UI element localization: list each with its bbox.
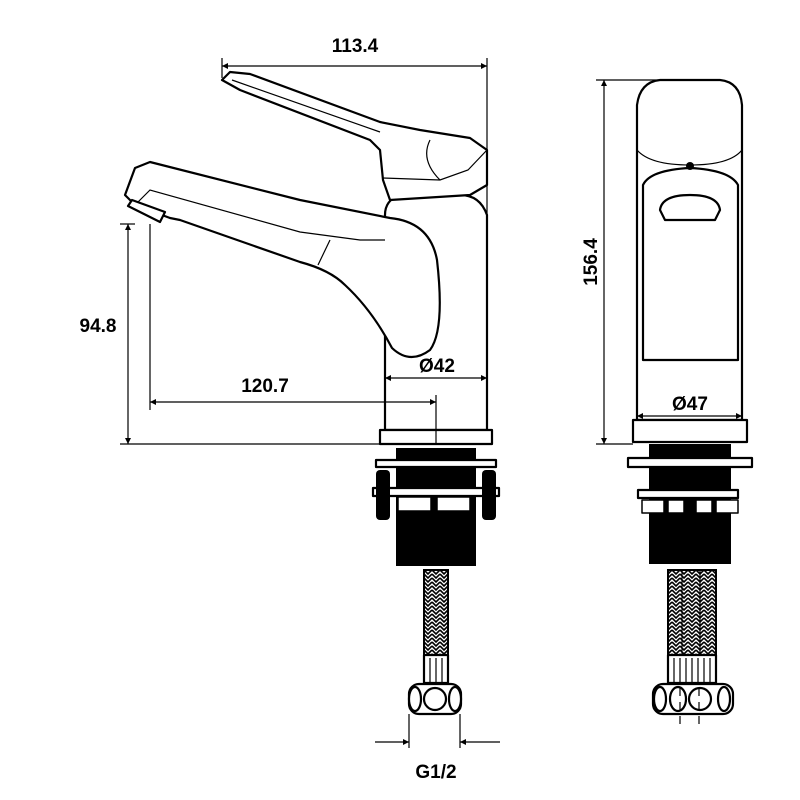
dimension-spout-reach: 120.7 — [149, 224, 437, 430]
dimension-spout-height: 94.8 — [80, 223, 490, 445]
front-view — [626, 78, 754, 730]
dimension-total-height: 156.4 — [581, 79, 690, 445]
dim-d47: Ø47 — [672, 394, 708, 415]
front-base-plate — [631, 418, 749, 444]
braided-hose — [423, 569, 449, 656]
dim-113-4: 113.4 — [332, 36, 379, 57]
dim-94-8: 94.8 — [80, 316, 117, 337]
front-braided-hose — [667, 569, 717, 656]
dimension-front-diameter: Ø47 — [637, 394, 742, 419]
spout — [123, 160, 441, 359]
dim-g1-2: G1/2 — [415, 762, 456, 783]
lever-handle — [220, 70, 489, 202]
dim-d42: Ø42 — [419, 356, 455, 377]
dimension-hose-thread: G1/2 — [375, 714, 500, 783]
dim-156-4: 156.4 — [581, 238, 602, 286]
dimension-handle-length: 113.4 — [221, 36, 488, 240]
aerator — [126, 198, 167, 224]
dim-120-7: 120.7 — [241, 376, 289, 397]
dimension-side-diameter: Ø42 — [385, 356, 487, 381]
side-view — [123, 70, 501, 716]
